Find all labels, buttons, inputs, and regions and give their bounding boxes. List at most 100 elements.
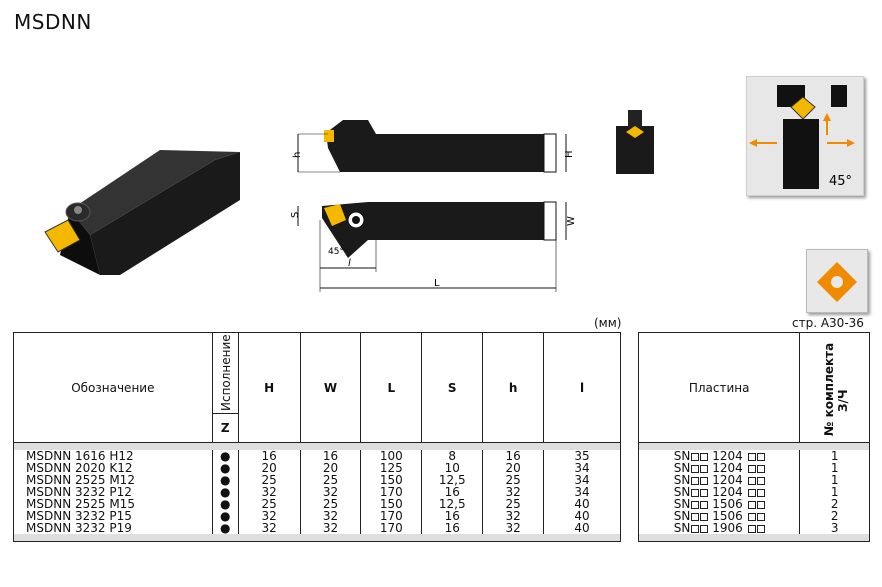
placeholder-box-icon [700,525,709,533]
cell-insert: SN 1906 [637,521,801,535]
placeholder-box-icon [700,465,709,473]
header-l: l [543,332,621,443]
cell-l: 34 [543,462,621,474]
cell-name: MSDNN 3232 P15 [13,510,213,522]
header-version-code: Z [220,421,230,435]
cell-H: 32 [237,510,301,522]
approach-angle-inset: 45° [746,76,864,196]
cell-L: 170 [360,510,423,522]
dim-angle-label: 45° [328,247,344,257]
cell-insert: SN 1506 [637,509,801,523]
cell-h: 32 [482,510,545,522]
insert-row: SN 1506 2 [637,509,870,523]
cell-h: 16 [482,450,545,462]
cell-l: 34 [543,474,621,486]
placeholder-box-icon [747,513,756,521]
units-label: (мм) [594,316,622,330]
cell-H: 20 [237,462,301,474]
insert-prefix: SN [673,509,691,523]
cell-H: 32 [237,486,301,498]
insert-size: 1204 [712,449,743,463]
cell-h: 32 [482,486,545,498]
cell-h: 32 [482,522,545,534]
insert-size: 1204 [712,473,743,487]
placeholder-box-icon [747,489,756,497]
insert-size: 1204 [712,461,743,475]
cell-z: ● [211,498,239,510]
placeholder-box-icon [700,453,709,461]
dim-L-label: L [434,278,440,289]
placeholder-box-icon [756,465,765,473]
header-insert: Пластина [637,332,801,443]
header-L: L [360,332,423,443]
cell-insert: SN 1204 [637,473,801,487]
cell-l: 40 [543,522,621,534]
cell-S: 16 [421,486,484,498]
insert-size: 1906 [712,521,743,535]
cell-l: 40 [543,498,621,510]
placeholder-box-icon [691,513,700,521]
cell-S: 12,5 [421,498,484,510]
cell-name: MSDNN 2525 M12 [13,474,213,486]
insert-prefix: SN [673,497,691,511]
cell-h: 25 [482,474,545,486]
header-W: W [299,332,362,443]
cell-W: 16 [299,450,362,462]
cell-z: ● [211,474,239,486]
insert-prefix: SN [673,449,691,463]
header-kit: № комплекта З/Ч [799,332,870,443]
tool-holder-3d-image [44,150,240,275]
dim-S-label: S [290,212,301,218]
insert-row: SN 1506 2 [637,497,870,511]
page-reference: стр. А30-36 [792,316,864,330]
cell-L: 170 [360,522,423,534]
cell-l: 35 [543,450,621,462]
cell-L: 170 [360,486,423,498]
insert-row: SN 1204 1 [637,449,870,463]
insert-prefix: SN [673,461,691,475]
insert-row: SN 1204 1 [637,485,870,499]
insert-image [806,249,868,313]
insert-size: 1506 [712,509,743,523]
cell-S: 16 [421,522,484,534]
header-designation: Обозначение [13,332,213,443]
cell-z: ● [211,522,239,534]
cell-H: 25 [237,474,301,486]
cell-l: 34 [543,486,621,498]
cell-H: 16 [237,450,301,462]
cell-name: MSDNN 2020 K12 [13,462,213,474]
cell-W: 32 [299,522,362,534]
cell-z: ● [211,510,239,522]
placeholder-box-icon [756,477,765,485]
cell-H: 25 [237,498,301,510]
insert-size: 1506 [712,497,743,511]
cell-kit: 1 [799,450,870,462]
cell-W: 25 [299,498,362,510]
cell-kit: 3 [799,522,870,534]
placeholder-box-icon [747,477,756,485]
cell-H: 32 [237,522,301,534]
tool-drawing-views: h H S W 45° l L [290,120,577,292]
end-view-image [616,110,654,174]
placeholder-box-icon [747,465,756,473]
cell-S: 16 [421,510,484,522]
cell-W: 20 [299,462,362,474]
placeholder-box-icon [756,453,765,461]
cell-name: MSDNN 2525 M15 [13,498,213,510]
page-title: MSDNN [14,10,92,34]
cell-W: 32 [299,510,362,522]
placeholder-box-icon [700,501,709,509]
placeholder-box-icon [691,453,700,461]
cell-S: 8 [421,450,484,462]
cell-L: 125 [360,462,423,474]
placeholder-box-icon [747,501,756,509]
cell-name: MSDNN 3232 P19 [13,522,213,534]
placeholder-box-icon [756,489,765,497]
placeholder-box-icon [691,465,700,473]
insert-prefix: SN [673,485,691,499]
